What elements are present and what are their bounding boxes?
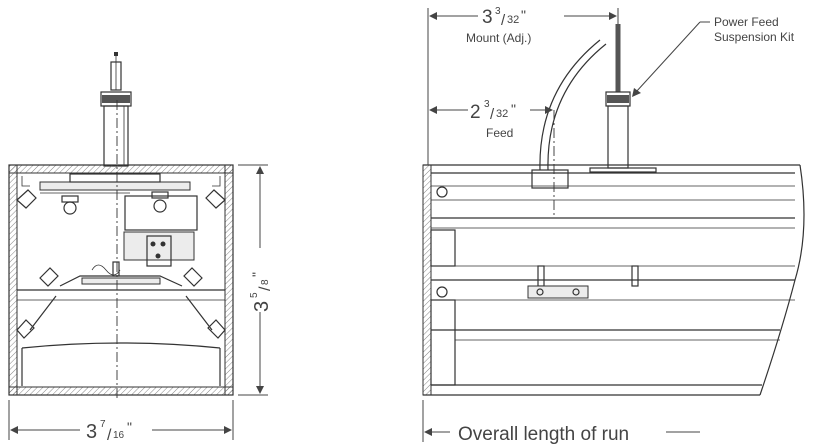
overall-length-label: Overall length of run — [458, 424, 629, 445]
suspension-kit — [589, 24, 657, 173]
mount-numerator: 3 — [495, 6, 501, 17]
driver-box — [123, 195, 198, 267]
mounting-bracket — [39, 173, 191, 215]
cross-section-view: 3 7 / 16 " 3 5 / 8 " — [8, 52, 274, 444]
height-whole: 3 — [251, 301, 273, 312]
feed-numerator: 3 — [484, 99, 490, 110]
diffuser-lens — [21, 342, 221, 386]
feed-fraction-slash: / — [490, 106, 495, 123]
width-numerator: 7 — [100, 419, 106, 430]
power-feed-callout: Power Feed Suspension Kit — [632, 15, 795, 97]
height-fraction-slash: / — [257, 286, 274, 291]
width-whole: 3 — [86, 421, 97, 443]
side-view: 3 3 / 32 " Mount (Adj.) 2 3 / 32 " Feed … — [422, 6, 805, 445]
mount-whole: 3 — [482, 7, 493, 28]
feed-denominator: 32 — [496, 108, 508, 120]
feed-dimension: 2 3 / 32 " Feed — [429, 99, 553, 140]
mount-label: Mount (Adj.) — [466, 31, 531, 45]
feed-unit: " — [511, 101, 516, 117]
height-dimension: 3 5 / 8 " — [238, 164, 274, 396]
callout-line-1: Power Feed — [714, 15, 779, 29]
side-housing — [422, 164, 805, 396]
led-board — [29, 261, 213, 331]
suspension-cable — [110, 52, 122, 91]
callout-line-2: Suspension Kit — [714, 30, 795, 44]
power-feed-cable — [539, 39, 601, 171]
feed-whole: 2 — [470, 102, 481, 123]
width-dimension: 3 7 / 16 " — [8, 400, 234, 444]
height-unit: " — [249, 272, 265, 277]
driver-mounts — [527, 265, 639, 299]
feed-knockout — [531, 169, 569, 189]
mount-dimension: 3 3 / 32 " Mount (Adj.) — [427, 6, 619, 165]
width-denominator: 16 — [113, 430, 125, 441]
mount-denominator: 32 — [507, 14, 519, 26]
suspension-fitting — [100, 91, 132, 167]
height-denominator: 8 — [260, 279, 271, 285]
width-unit: " — [127, 419, 132, 435]
height-numerator: 5 — [249, 292, 260, 298]
mount-fraction-slash: / — [501, 12, 506, 29]
feed-label: Feed — [486, 126, 513, 140]
mount-unit: " — [521, 7, 526, 23]
overall-length-dimension: Overall length of run — [422, 400, 700, 445]
housing-profile — [8, 164, 234, 396]
width-fraction-slash: / — [107, 427, 112, 444]
